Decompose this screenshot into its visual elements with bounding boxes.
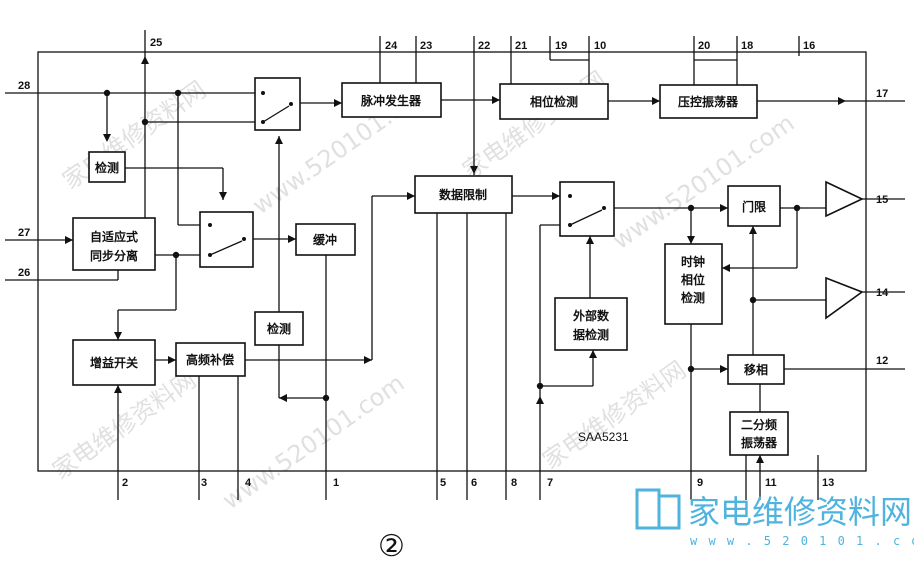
pin-22: 22 bbox=[478, 40, 490, 52]
logo-url-text: w w w . 5 2 0 1 0 1 . c o m bbox=[690, 534, 914, 548]
block-phase-detect: 相位检测 bbox=[499, 83, 609, 120]
figure-mark: ② bbox=[378, 529, 405, 563]
pin-3: 3 bbox=[201, 477, 207, 489]
gain-switch-label: 增益开关 bbox=[90, 355, 138, 370]
adaptive-sync-label-2: 同步分离 bbox=[90, 248, 138, 263]
pin-8: 8 bbox=[511, 477, 517, 489]
pin-14: 14 bbox=[876, 287, 889, 299]
pin-6: 6 bbox=[471, 477, 477, 489]
watermark-url: www.520101.com bbox=[217, 369, 409, 515]
pin-26: 26 bbox=[18, 267, 30, 279]
clock-phase-label-2: 相位 bbox=[681, 272, 705, 287]
block-vco: 压控振荡器 bbox=[659, 84, 758, 119]
pin-27: 27 bbox=[18, 227, 30, 239]
pin-7: 7 bbox=[547, 477, 553, 489]
buffer-label: 缓冲 bbox=[313, 232, 337, 247]
phase-detect-label: 相位检测 bbox=[530, 94, 578, 109]
detect-top-label: 检测 bbox=[95, 160, 119, 175]
wiring bbox=[5, 30, 905, 500]
watermark-text: 家电维修资料网 bbox=[537, 356, 691, 475]
watermark-url: www.520101.com bbox=[607, 109, 799, 255]
block-phase-shift: 移相 bbox=[727, 354, 785, 385]
pin-21: 21 bbox=[515, 40, 527, 52]
logo-brand-text: 家电维修资料网 bbox=[688, 493, 912, 531]
vco-label: 压控振荡器 bbox=[678, 94, 739, 109]
hf-comp-label: 高频补偿 bbox=[186, 352, 234, 367]
pin-5: 5 bbox=[440, 477, 446, 489]
chip-outline bbox=[37, 51, 867, 472]
pin-1: 1 bbox=[333, 477, 339, 489]
block-divider-oscillator: 二分频 振荡器 bbox=[729, 411, 789, 456]
block-hf-compensation: 高频补偿 bbox=[175, 342, 246, 377]
adaptive-sync-label-1: 自适应式 bbox=[90, 229, 138, 244]
block-external-data-detect: 外部数 据检测 bbox=[554, 297, 628, 351]
block-detect-mid: 检测 bbox=[254, 311, 304, 346]
pin-17: 17 bbox=[876, 88, 888, 100]
div-osc-label-2: 振荡器 bbox=[741, 435, 778, 450]
pin-19: 19 bbox=[555, 40, 567, 52]
data-limit-label: 数据限制 bbox=[439, 187, 487, 202]
pin-25: 25 bbox=[150, 37, 162, 49]
threshold-label: 门限 bbox=[742, 199, 766, 214]
clock-phase-label-1: 时钟 bbox=[681, 254, 705, 269]
clock-phase-label-3: 检测 bbox=[681, 290, 705, 305]
site-logo: 家电维修资料网 w w w . 5 2 0 1 0 1 . c o m bbox=[635, 488, 914, 548]
pin-10: 10 bbox=[594, 40, 606, 52]
switch-1 bbox=[254, 77, 301, 131]
block-pulse-generator: 脉冲发生器 bbox=[341, 82, 442, 118]
pin-13: 13 bbox=[822, 477, 834, 489]
block-detect-top: 检测 bbox=[88, 151, 126, 183]
switch-2 bbox=[199, 211, 254, 268]
pin-24: 24 bbox=[385, 40, 398, 52]
pin-28: 28 bbox=[18, 80, 30, 92]
ext-data-label-1: 外部数 bbox=[573, 308, 610, 323]
pin-20: 20 bbox=[698, 40, 710, 52]
pin-9: 9 bbox=[697, 477, 703, 489]
block-threshold: 门限 bbox=[727, 185, 781, 227]
pin-23: 23 bbox=[420, 40, 432, 52]
pin-2: 2 bbox=[122, 477, 128, 489]
pin-16: 16 bbox=[803, 40, 815, 52]
block-buffer: 缓冲 bbox=[295, 223, 356, 256]
pulse-generator-label: 脉冲发生器 bbox=[360, 93, 422, 108]
amplifier-15 bbox=[825, 180, 864, 218]
pin-labels: 25 24 23 22 21 19 10 20 18 16 28 27 26 1… bbox=[18, 37, 889, 489]
block-gain-switch: 增益开关 bbox=[72, 339, 156, 386]
amplifier-14 bbox=[825, 276, 864, 320]
pin-18: 18 bbox=[741, 40, 753, 52]
phase-shift-label: 移相 bbox=[744, 362, 768, 377]
pin-11: 11 bbox=[765, 477, 777, 489]
ext-data-label-2: 据检测 bbox=[573, 327, 609, 342]
block-data-limit: 数据限制 bbox=[414, 175, 513, 214]
detect-mid-label: 检测 bbox=[267, 321, 291, 336]
pin-15: 15 bbox=[876, 194, 888, 206]
block-clock-phase-detect: 时钟 相位 检测 bbox=[664, 243, 723, 325]
pin-4: 4 bbox=[245, 477, 252, 489]
div-osc-label-1: 二分频 bbox=[741, 417, 777, 432]
switch-3 bbox=[559, 181, 615, 237]
pin-12: 12 bbox=[876, 355, 888, 367]
chip-name: SAA5231 bbox=[578, 430, 629, 444]
block-adaptive-sync: 自适应式 同步分离 bbox=[72, 217, 156, 271]
